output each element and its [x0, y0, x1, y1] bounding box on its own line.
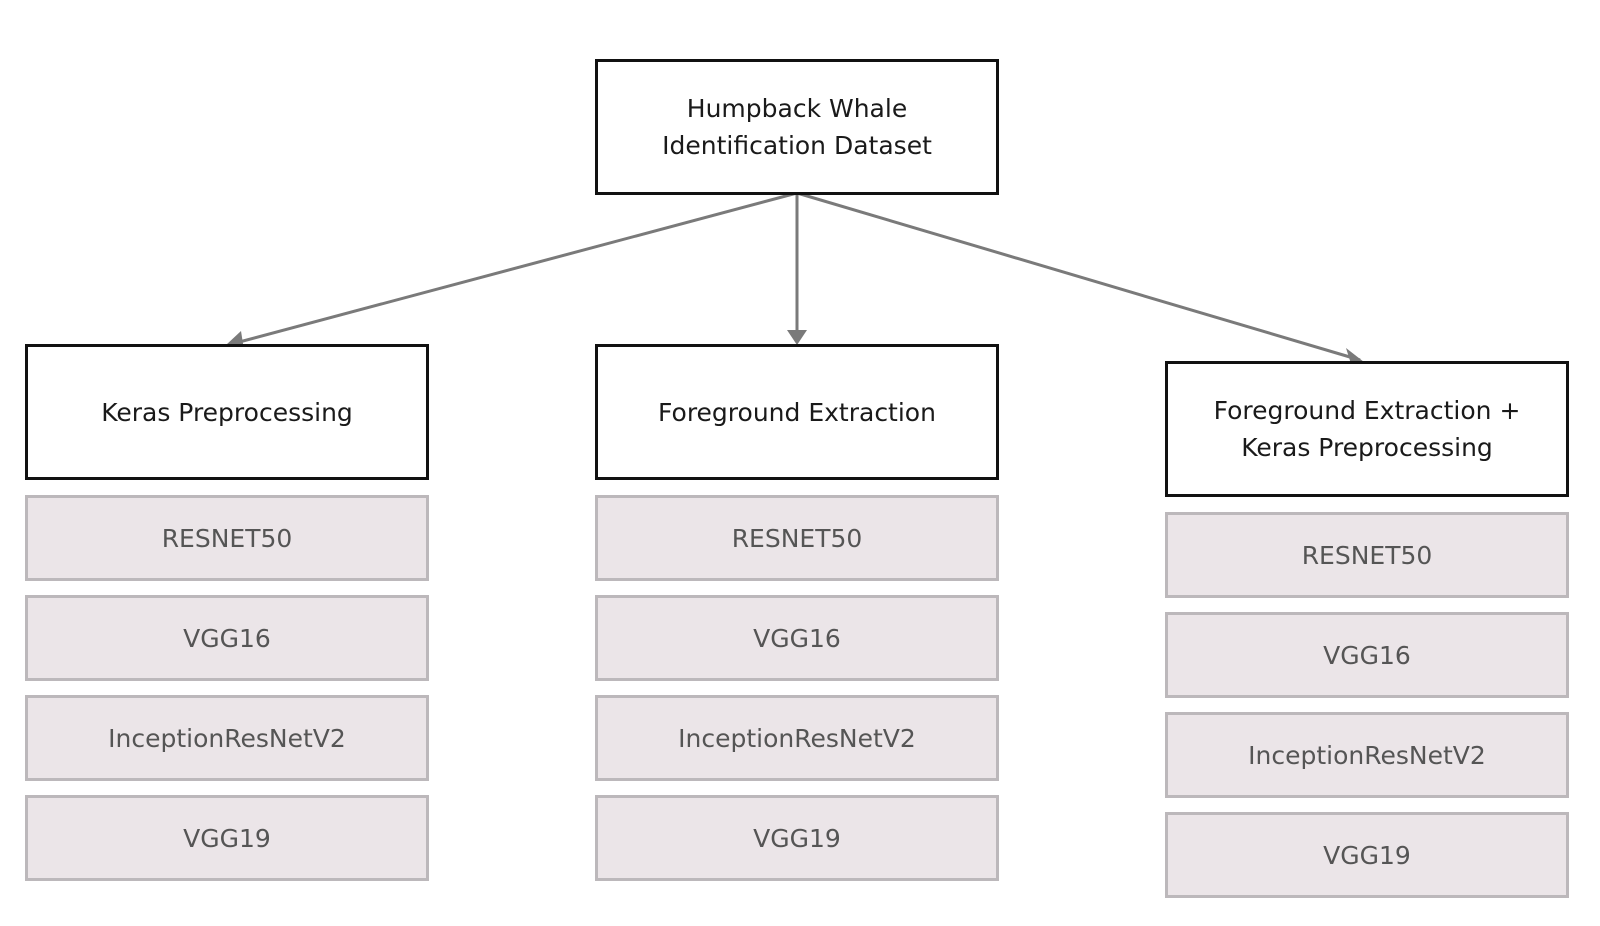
arrow-root-to-foreground-keras	[796, 191, 1361, 362]
branch-label: Keras Preprocessing	[101, 397, 353, 427]
model-resnet50: RESNET50	[1165, 512, 1569, 598]
root-node: Humpback Whale Identification Dataset	[595, 59, 999, 195]
model-vgg19: VGG19	[1165, 812, 1569, 898]
model-label: InceptionResNetV2	[678, 723, 916, 753]
model-label: RESNET50	[731, 523, 863, 553]
model-vgg16: VGG16	[595, 595, 999, 681]
model-resnet50: RESNET50	[25, 495, 429, 581]
root-node-label: Humpback Whale Identification Dataset	[662, 94, 932, 160]
branch-foreground-extraction-keras-preprocessing: Foreground Extraction + Keras Preprocess…	[1165, 361, 1569, 497]
model-vgg19: VGG19	[595, 795, 999, 881]
model-inceptionresnetv2: InceptionResNetV2	[1165, 712, 1569, 798]
branch-foreground-extraction: Foreground Extraction	[595, 344, 999, 480]
branch-keras-preprocessing: Keras Preprocessing	[25, 344, 429, 480]
model-vgg19: VGG19	[25, 795, 429, 881]
model-inceptionresnetv2: InceptionResNetV2	[25, 695, 429, 781]
arrowhead-foreground-extraction	[787, 330, 807, 345]
model-vgg16: VGG16	[1165, 612, 1569, 698]
model-label: RESNET50	[161, 523, 293, 553]
model-label: VGG19	[183, 823, 271, 853]
model-vgg16: VGG16	[25, 595, 429, 681]
branch-label: Foreground Extraction	[658, 397, 936, 427]
model-resnet50: RESNET50	[595, 495, 999, 581]
model-label: InceptionResNetV2	[108, 723, 346, 753]
model-label: VGG19	[753, 823, 841, 853]
arrow-root-to-keras-preprocessing	[227, 191, 798, 347]
model-label: VGG19	[1323, 840, 1411, 870]
model-inceptionresnetv2: InceptionResNetV2	[595, 695, 999, 781]
branch-label: Foreground Extraction + Keras Preprocess…	[1213, 396, 1521, 462]
model-label: InceptionResNetV2	[1248, 740, 1486, 770]
model-label: VGG16	[183, 623, 271, 653]
model-label: RESNET50	[1301, 540, 1433, 570]
model-label: VGG16	[1323, 640, 1411, 670]
model-label: VGG16	[753, 623, 841, 653]
